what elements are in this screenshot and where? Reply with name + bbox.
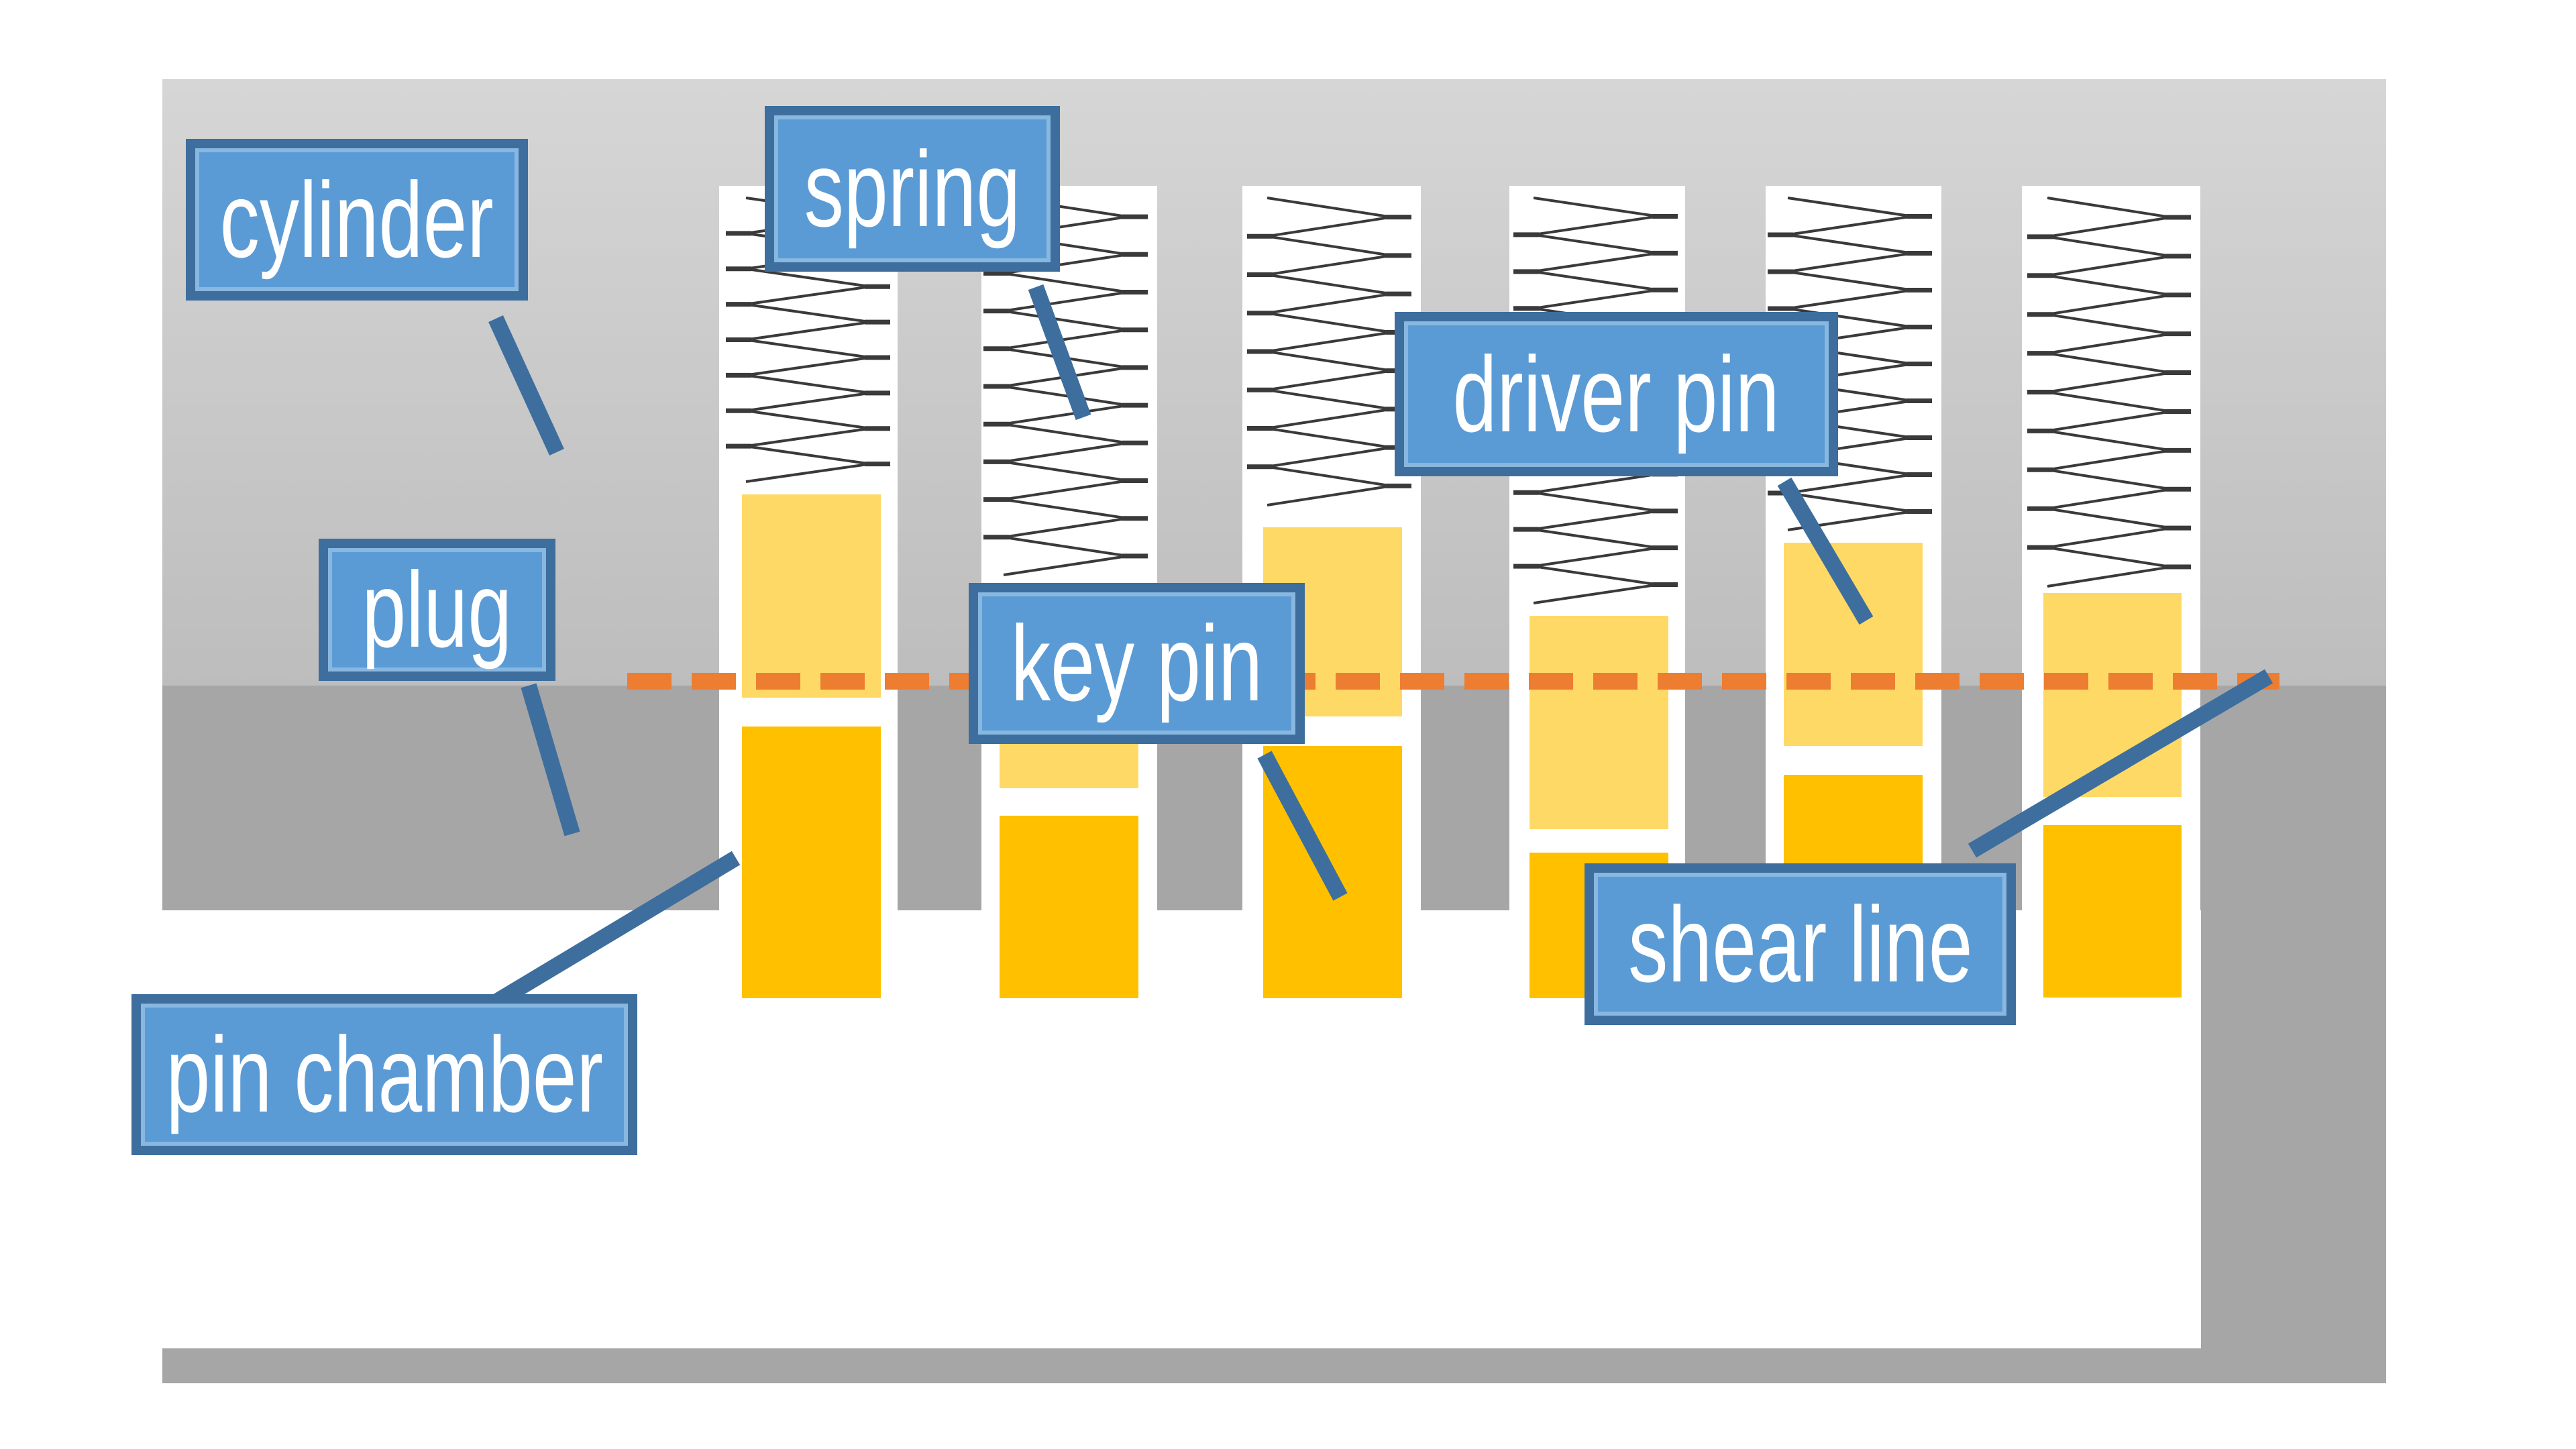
spring-label: spring: [765, 106, 1060, 272]
cylinder-label: cylinder: [186, 139, 528, 301]
plug-label: plug: [319, 539, 555, 681]
key-pin-6: [2043, 825, 2182, 998]
spring-coil-ticks-2: [983, 214, 1148, 559]
driver-pin-label-text: driver pin: [1453, 333, 1780, 454]
pin-chamber-pointer-line: [490, 851, 741, 1010]
shear-line-pointer-line: [1968, 669, 2273, 858]
pin-chamber-label-text: pin chamber: [166, 1014, 603, 1134]
shear-line-dashed: [627, 673, 2279, 690]
key-pin-label: key pin: [969, 583, 1305, 744]
shear-line-label-text: shear line: [1627, 883, 1973, 1004]
spring-coil-ticks-6: [2027, 215, 2191, 570]
spring-pointer-line: [1028, 284, 1091, 421]
driver-pin-4: [1529, 616, 1668, 829]
cylinder-pointer-line: [488, 315, 564, 455]
plug-label-text: plug: [362, 549, 513, 669]
spring-label-text: spring: [804, 128, 1021, 249]
driver-pin-1: [742, 494, 881, 698]
driver-pin-5: [1784, 543, 1923, 746]
shear-line-label: shear line: [1585, 863, 2016, 1025]
driver-pin-label: driver pin: [1395, 312, 1838, 476]
key-pin-1: [742, 727, 881, 998]
pin-chamber-label: pin chamber: [131, 994, 637, 1155]
key-pin-label-text: key pin: [1010, 603, 1263, 723]
keyway-right-wall: [2201, 910, 2386, 1383]
driver-pin-pointer-line: [1777, 477, 1874, 625]
key-pin-2: [1000, 816, 1138, 998]
plug-pointer-line: [521, 683, 580, 837]
key-pin-pointer-line: [1257, 751, 1348, 901]
keyway-floor: [162, 1348, 2386, 1383]
cylinder-label-text: cylinder: [220, 159, 494, 280]
